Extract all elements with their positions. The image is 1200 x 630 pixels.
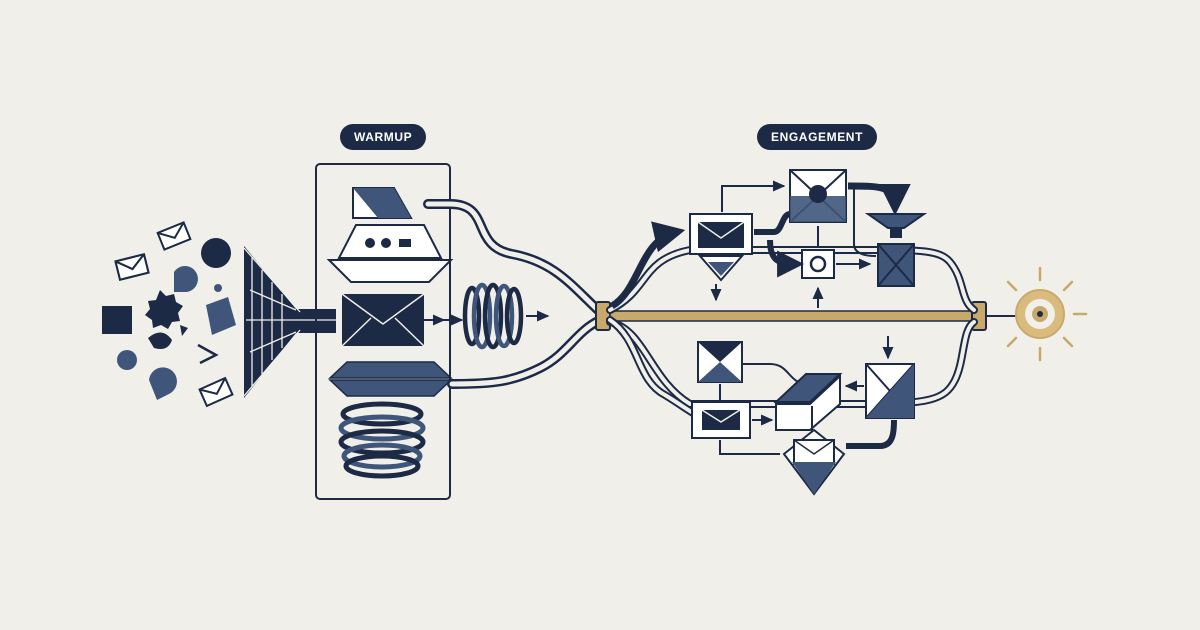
envelope-icon [114,253,150,281]
warmup-panel [315,163,454,500]
engagement-lower-cluster [691,336,915,496]
node-box-icon [801,249,835,279]
leaf-icon [148,332,172,349]
engagement-upper-cluster [689,169,928,308]
triangle-icon [180,325,188,336]
dot-icon [117,350,137,370]
envelope-icon [342,294,424,346]
dot-icon [201,238,231,268]
chevron-icon [197,343,219,365]
engagement-label: ENGAGEMENT [757,124,878,150]
coil-small-icon [462,282,524,350]
funnel-icon [243,246,336,398]
prism-icon [773,373,843,403]
gold-pipe-icon [595,301,1018,331]
scattered-inputs-icon [102,221,236,407]
envelope-icon [156,221,192,251]
pipe-upper [423,199,605,317]
target-sun-icon [1006,266,1088,362]
gear-blob-icon [145,290,183,329]
bubble-icon [149,367,177,400]
coil-spring-icon [338,401,426,479]
blob-icon [174,266,198,292]
pipe-lower [447,315,605,389]
envelope-icon [198,377,234,407]
warmup-label: WARMUP [340,124,427,150]
square-icon [102,306,132,334]
funnel-small-icon [864,213,928,229]
shard-icon [206,297,236,335]
dot-icon [214,284,222,292]
